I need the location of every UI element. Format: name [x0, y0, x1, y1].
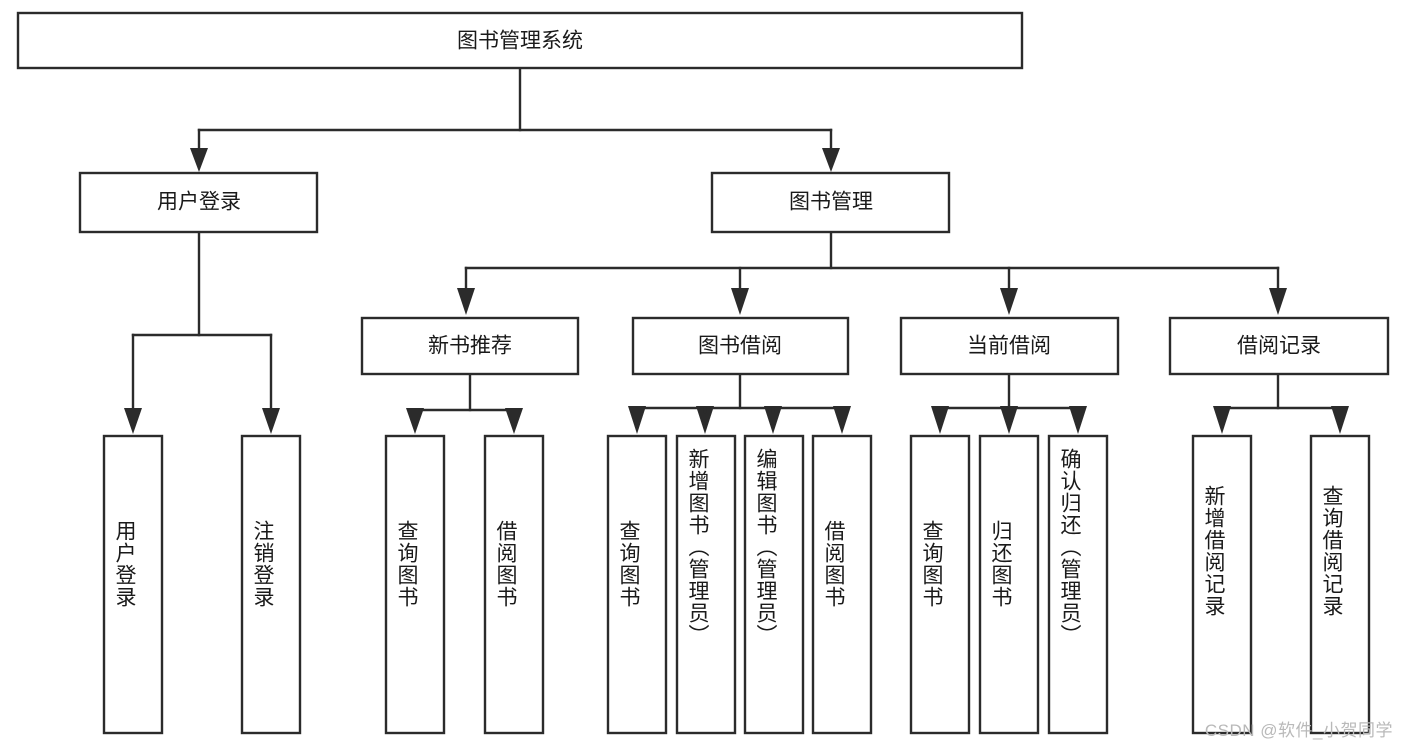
node-leaf-box[interactable]	[978, 434, 1040, 735]
arrow-head-icon	[1331, 406, 1349, 434]
connector-group-book-manage	[457, 230, 1287, 315]
node-leaf-box[interactable]	[483, 434, 545, 735]
node-new-book-box[interactable]	[360, 316, 580, 376]
arrow-head-icon	[457, 288, 475, 315]
node-leaf-box[interactable]	[102, 434, 164, 735]
node-current-borrow-box[interactable]	[899, 316, 1120, 376]
arrow-head-icon	[1213, 406, 1231, 434]
node-current-borrow-label: 当前借阅	[967, 335, 1051, 358]
arrow-head-icon	[1000, 288, 1018, 315]
node-book-manage-box[interactable]	[710, 171, 951, 234]
node-leaf-box[interactable]	[240, 434, 302, 735]
arrow-head-icon	[406, 408, 424, 434]
arrow-head-icon	[731, 288, 749, 315]
node-leaf-box[interactable]	[811, 434, 873, 735]
arrow-head-icon	[1269, 288, 1287, 315]
node-leaf-box[interactable]	[909, 434, 971, 735]
node-leaf-box[interactable]	[1191, 434, 1253, 735]
node-leaf-box[interactable]	[1309, 434, 1371, 735]
node-book-borrow-box[interactable]	[631, 316, 850, 376]
arrow-head-icon	[822, 148, 840, 172]
connector-group-user-login	[124, 230, 280, 434]
connector-group-current-borrow	[931, 372, 1087, 434]
arrow-head-icon	[1069, 406, 1087, 434]
node-borrow-record-box[interactable]	[1168, 316, 1390, 376]
arrow-head-icon	[628, 406, 646, 434]
arrow-head-icon	[764, 406, 782, 434]
node-root-box[interactable]	[16, 11, 1024, 70]
node-leaf-box[interactable]	[606, 434, 668, 735]
arrow-head-icon	[505, 408, 523, 434]
node-user-login-label: 用户登录	[157, 191, 241, 214]
node-leaf-box[interactable]	[743, 434, 805, 735]
arrow-head-icon	[190, 148, 208, 172]
node-root-label: 图书管理系统	[457, 30, 583, 53]
arrow-head-icon	[1000, 406, 1018, 434]
node-book-manage-label: 图书管理	[789, 191, 873, 214]
arrow-head-icon	[262, 408, 280, 434]
node-borrow-record-label: 借阅记录	[1237, 335, 1321, 358]
node-leaf-box[interactable]	[675, 434, 737, 735]
connector-group-root	[190, 66, 840, 172]
arrow-head-icon	[124, 408, 142, 434]
node-book-borrow-label: 图书借阅	[698, 335, 782, 358]
node-leaf-box[interactable]	[384, 434, 446, 735]
arrow-head-icon	[931, 406, 949, 434]
connector-group-book-borrow	[628, 372, 851, 434]
connector-group-borrow-record	[1213, 372, 1349, 434]
connector-group-new-book	[406, 372, 523, 434]
arrow-head-icon	[833, 406, 851, 434]
node-user-login-box[interactable]	[78, 171, 319, 234]
node-new-book-label: 新书推荐	[428, 335, 512, 358]
arrow-head-icon	[696, 406, 714, 434]
node-leaf-box[interactable]	[1047, 434, 1109, 735]
csdn-watermark: CSDN @软件_小贺同学	[1204, 721, 1393, 740]
